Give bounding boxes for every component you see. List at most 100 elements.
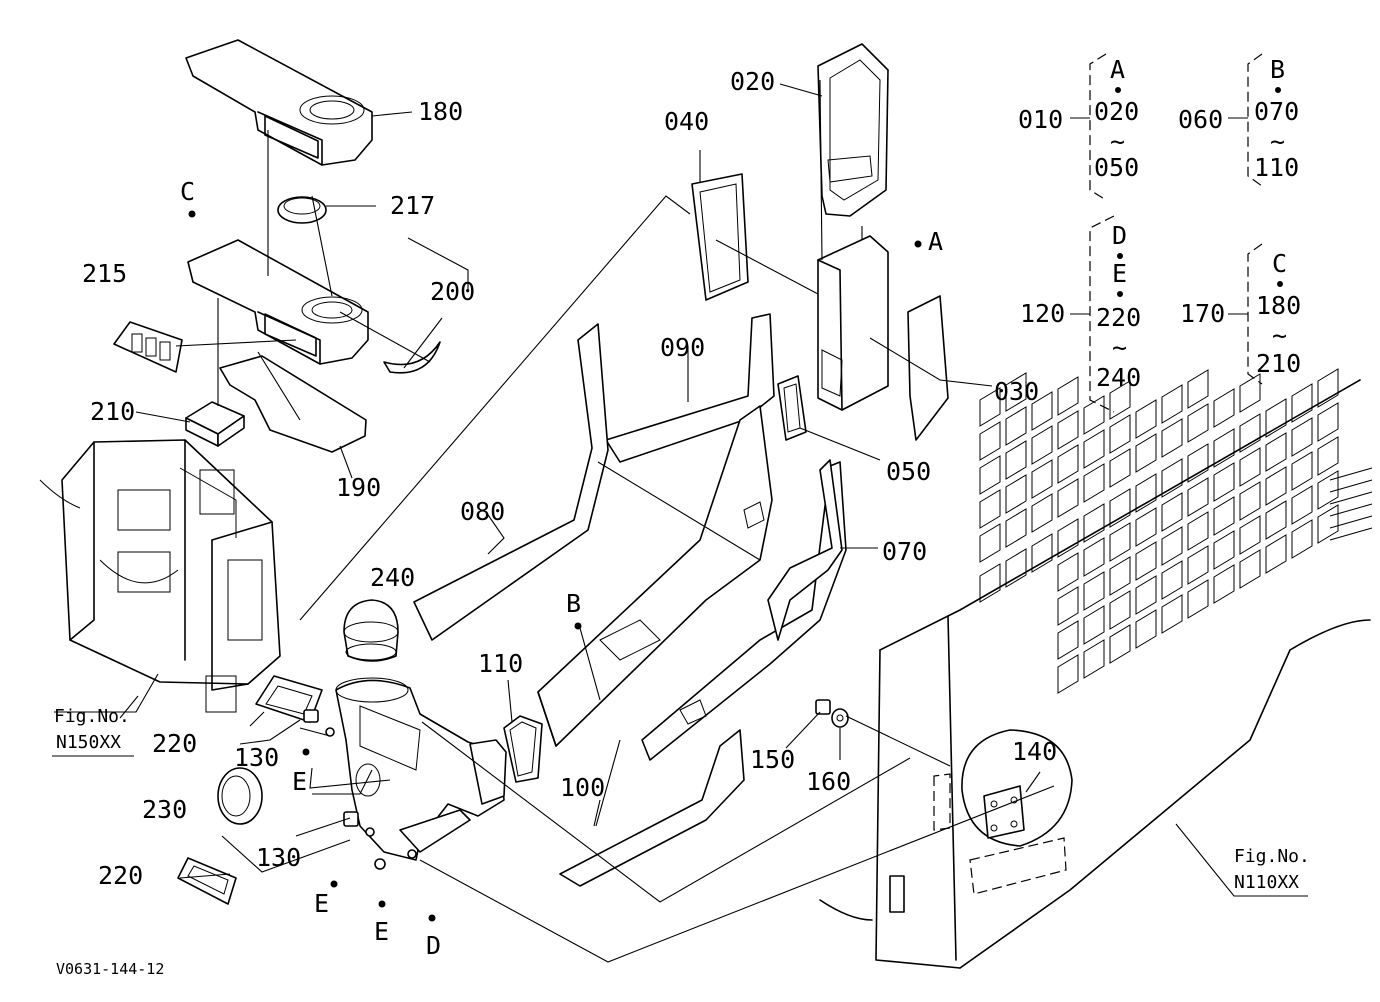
group-170-key: C bbox=[1272, 249, 1287, 278]
part-060-duct-drawing bbox=[537, 405, 847, 761]
grille-cell bbox=[1031, 459, 1053, 499]
group-170-first: 180 bbox=[1256, 291, 1301, 320]
grille-cell bbox=[1317, 368, 1339, 408]
part-070-drawing bbox=[767, 459, 843, 641]
grille-cell bbox=[1109, 590, 1131, 630]
grille-cell bbox=[979, 563, 1001, 603]
grille-cell bbox=[1083, 395, 1105, 435]
grille-cell bbox=[1239, 481, 1261, 521]
label-150: 150 bbox=[750, 745, 795, 774]
label-210: 210 bbox=[90, 397, 135, 426]
grille-cell bbox=[1161, 594, 1183, 634]
grille-cell bbox=[1317, 470, 1339, 510]
grille-cell bbox=[1187, 545, 1209, 585]
group-170: 170 C 180 ~ 210 bbox=[1180, 249, 1301, 378]
grille-cell bbox=[1135, 433, 1157, 473]
grille-cell bbox=[1135, 399, 1157, 439]
grille-cell bbox=[1187, 403, 1209, 443]
group-010-first: 020 bbox=[1094, 97, 1139, 126]
grille-cell bbox=[1213, 428, 1235, 468]
grille-cell bbox=[1213, 496, 1235, 536]
grille-cell bbox=[979, 523, 1001, 563]
part-230-drawing bbox=[217, 767, 263, 825]
label-215: 215 bbox=[82, 259, 127, 288]
grille-cell bbox=[1083, 503, 1105, 543]
point-c: C bbox=[180, 177, 195, 206]
grille-cell bbox=[1005, 474, 1027, 514]
grille-cell bbox=[1239, 447, 1261, 487]
label-240: 240 bbox=[370, 563, 415, 592]
grille-cell bbox=[1291, 519, 1313, 559]
grille-cell bbox=[1109, 624, 1131, 664]
grille-cell bbox=[1031, 533, 1053, 573]
figure-ref-right: Fig.No. N110XX bbox=[1234, 846, 1310, 893]
label-140: 140 bbox=[1012, 737, 1057, 766]
label-070: 070 bbox=[882, 537, 927, 566]
grille-cell bbox=[1109, 556, 1131, 596]
label-040: 040 bbox=[664, 107, 709, 136]
label-030: 030 bbox=[994, 377, 1039, 406]
fig-ref-left-title: Fig.No. bbox=[54, 706, 130, 727]
label-200: 200 bbox=[430, 277, 475, 306]
part-030-drawing bbox=[907, 295, 949, 441]
part-050-drawing bbox=[777, 375, 807, 441]
grille-cell bbox=[1187, 443, 1209, 483]
group-060-tilde: ~ bbox=[1270, 127, 1285, 156]
grille-cell bbox=[1031, 493, 1053, 533]
grille-cell bbox=[1083, 639, 1105, 679]
label-130-lower: 130 bbox=[256, 843, 301, 872]
grille-cell bbox=[979, 387, 1001, 427]
part-190-drawing bbox=[219, 355, 367, 453]
heater-unit-drawing bbox=[39, 439, 281, 713]
grille-cell bbox=[1057, 478, 1079, 518]
grille-cell bbox=[1291, 383, 1313, 423]
grille-cell bbox=[1005, 548, 1027, 588]
grille-cell bbox=[1083, 463, 1105, 503]
part-220-lower-drawing bbox=[177, 857, 237, 905]
label-180: 180 bbox=[418, 97, 463, 126]
figure-ref-left: Fig.No. N150XX bbox=[52, 706, 134, 757]
grille-cell bbox=[1083, 429, 1105, 469]
grille-cell bbox=[1187, 579, 1209, 619]
grille-cell bbox=[1135, 609, 1157, 649]
label-060: 060 bbox=[1178, 105, 1223, 134]
part-170-drawing bbox=[187, 239, 369, 365]
label-090: 090 bbox=[660, 333, 705, 362]
grille-cell bbox=[1109, 488, 1131, 528]
group-060-last: 110 bbox=[1254, 153, 1299, 182]
grille-cell bbox=[1057, 620, 1079, 660]
grille-cell bbox=[1213, 530, 1235, 570]
grille-cell bbox=[1031, 391, 1053, 431]
point-d: D bbox=[426, 931, 441, 960]
group-120-key-1: D bbox=[1112, 221, 1127, 250]
part-110-drawing bbox=[503, 715, 543, 783]
grille-cell bbox=[979, 421, 1001, 461]
grille-cell bbox=[1135, 473, 1157, 513]
grille-cell bbox=[1057, 376, 1079, 416]
part-217-drawing bbox=[277, 196, 327, 224]
grille-cell bbox=[1109, 448, 1131, 488]
grille-cell bbox=[1317, 436, 1339, 476]
label-230: 230 bbox=[142, 795, 187, 824]
grille-cell bbox=[1187, 477, 1209, 517]
group-120-tilde: ~ bbox=[1112, 333, 1127, 362]
bolt-130-lower bbox=[343, 811, 417, 870]
grille-cell bbox=[1213, 388, 1235, 428]
grille-cell bbox=[1239, 373, 1261, 413]
label-160: 160 bbox=[806, 767, 851, 796]
bolt-150 bbox=[815, 699, 831, 715]
grille-cell bbox=[1005, 406, 1027, 446]
grille-cell bbox=[1161, 384, 1183, 424]
grille-cell bbox=[1239, 549, 1261, 589]
grille-cell bbox=[1161, 492, 1183, 532]
leader-lines bbox=[54, 79, 1308, 963]
part-labels: 180 217 200 215 210 190 020 040 030 050 … bbox=[82, 67, 1057, 890]
group-010: 010 A 020 ~ 050 bbox=[1018, 55, 1139, 182]
part-100-drawing bbox=[559, 729, 745, 887]
label-220-lower: 220 bbox=[98, 861, 143, 890]
grille-cell bbox=[1109, 414, 1131, 454]
grille-cell bbox=[1265, 534, 1287, 574]
grille-cell bbox=[979, 455, 1001, 495]
group-120-key-2: E bbox=[1112, 259, 1127, 288]
part-040-drawing bbox=[691, 173, 749, 301]
